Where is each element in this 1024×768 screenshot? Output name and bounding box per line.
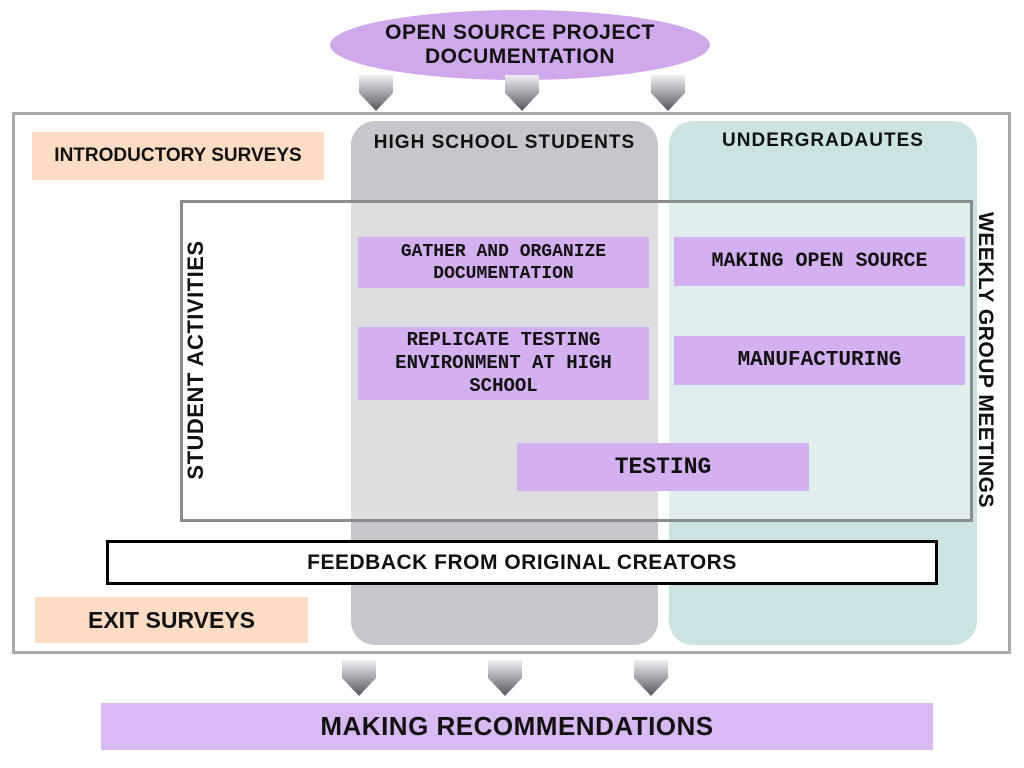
gather-line-2: DOCUMENTATION bbox=[433, 263, 574, 284]
project-title-line-1: OPEN SOURCE PROJECT bbox=[385, 21, 655, 44]
introductory-surveys-box: INTRODUCTORY SURVEYS bbox=[32, 132, 324, 180]
down-arrow-icon bbox=[505, 75, 539, 111]
gather-line-1: GATHER AND ORGANIZE bbox=[400, 241, 607, 262]
down-arrow-icon bbox=[488, 660, 522, 696]
undergraduates-column-title: UNDERGRADAUTES bbox=[722, 130, 924, 151]
down-arrow-icon bbox=[342, 660, 376, 696]
testing-box: TESTING bbox=[517, 443, 809, 491]
down-arrow-icon bbox=[359, 75, 393, 111]
project-documentation-ellipse: OPEN SOURCE PROJECT DOCUMENTATION bbox=[330, 10, 710, 80]
replicate-testing-box: REPLICATE TESTING ENVIRONMENT AT HIGH SC… bbox=[358, 327, 649, 400]
down-arrow-icon bbox=[634, 660, 668, 696]
student-activities-label: STUDENT ACTIVITIES bbox=[183, 240, 208, 480]
manufacturing-box: MANUFACTURING bbox=[674, 336, 965, 385]
high-school-column-title: HIGH SCHOOL STUDENTS bbox=[373, 132, 636, 153]
making-recommendations-box: MAKING RECOMMENDATIONS bbox=[101, 703, 933, 750]
project-title-line-2: DOCUMENTATION bbox=[424, 45, 616, 68]
making-open-source-box: MAKING OPEN SOURCE bbox=[674, 237, 965, 286]
exit-surveys-box: EXIT SURVEYS bbox=[35, 597, 308, 643]
weekly-group-meetings-label: WEEKLY GROUP MEETINGS bbox=[974, 212, 997, 508]
replicate-line-3: SCHOOL bbox=[469, 375, 538, 397]
replicate-line-2: ENVIRONMENT AT HIGH bbox=[395, 352, 612, 374]
feedback-from-creators-box: FEEDBACK FROM ORIGINAL CREATORS bbox=[106, 540, 938, 585]
down-arrow-icon bbox=[651, 75, 685, 111]
program-frame bbox=[12, 112, 1011, 654]
replicate-line-1: REPLICATE TESTING bbox=[406, 329, 601, 351]
gather-documentation-box: GATHER AND ORGANIZE DOCUMENTATION bbox=[358, 237, 649, 288]
